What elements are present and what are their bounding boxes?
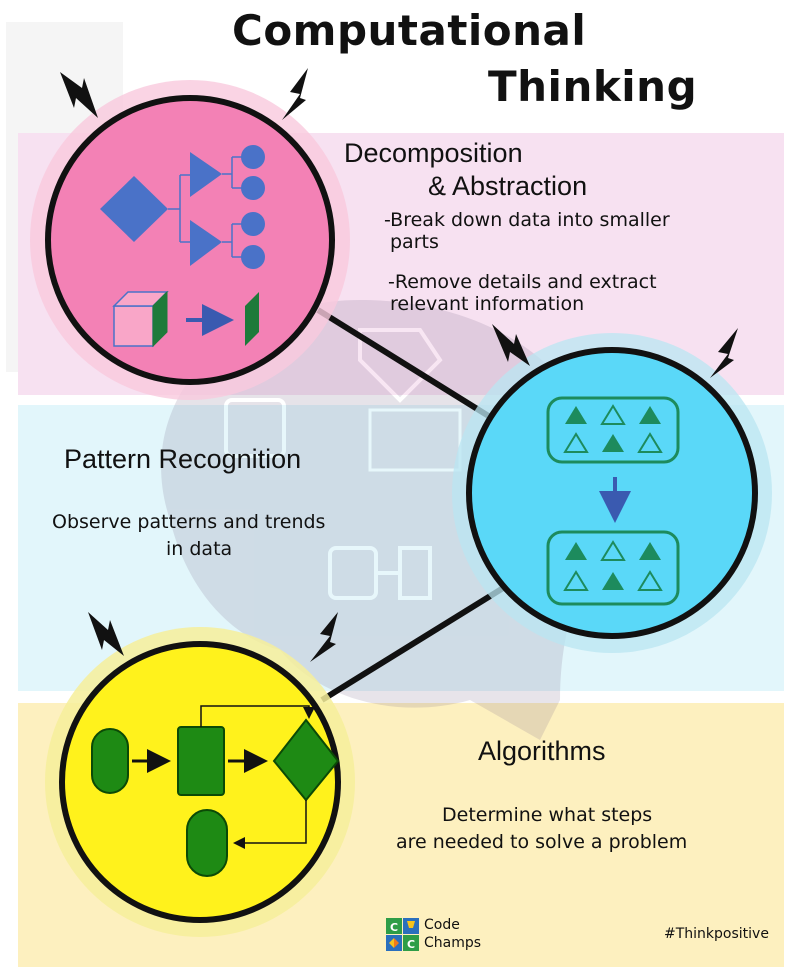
algorithms-description-line1: Determine what steps (442, 804, 653, 826)
pattern-grid-bottom-icon (546, 530, 680, 606)
pattern-grid-top-icon (546, 396, 680, 464)
pattern-description-line2: in data (166, 538, 233, 560)
decomposition-point-2-cont: relevant information (390, 293, 585, 315)
tree-diagram-icon (100, 145, 265, 269)
lightning-icon (310, 612, 338, 662)
hashtag: #Thinkpositive (664, 926, 769, 942)
decomposition-point-1-cont: parts (390, 231, 439, 253)
connector-pattern-to-algo (320, 582, 510, 703)
pattern-heading: Pattern Recognition (64, 444, 302, 474)
svg-text:C: C (390, 921, 398, 934)
lightning-icon (60, 72, 98, 118)
algorithms-description-line2: are needed to solve a problem (396, 831, 688, 853)
decomposition-heading: Decomposition (344, 138, 523, 168)
decomposition-point-1: -Break down data into smaller (384, 209, 670, 231)
abstraction-heading: & Abstraction (428, 171, 588, 201)
connector-decomp-to-pattern (316, 307, 497, 423)
lightning-icon (88, 612, 124, 656)
diamond-icon (389, 938, 394, 948)
trophy-icon (407, 921, 415, 928)
logo-text-code: Code (424, 917, 460, 933)
lightning-icon (282, 68, 308, 120)
decomposition-point-2: -Remove details and extract (388, 271, 657, 293)
flowchart-icon (91, 705, 340, 877)
page-title-line1: Computational (232, 6, 587, 55)
code-champs-logo: C C (386, 918, 419, 951)
algorithms-heading: Algorithms (478, 736, 606, 766)
lightning-icon (492, 324, 530, 366)
page-title-line2: Thinking (488, 62, 698, 111)
pattern-description-line1: Observe patterns and trends (52, 511, 326, 533)
lightning-icon (710, 328, 738, 378)
svg-text:C: C (407, 938, 415, 951)
lightning-icons (60, 68, 738, 662)
cube-to-plane-icon (112, 290, 259, 348)
logo-text-champs: Champs (424, 935, 482, 951)
